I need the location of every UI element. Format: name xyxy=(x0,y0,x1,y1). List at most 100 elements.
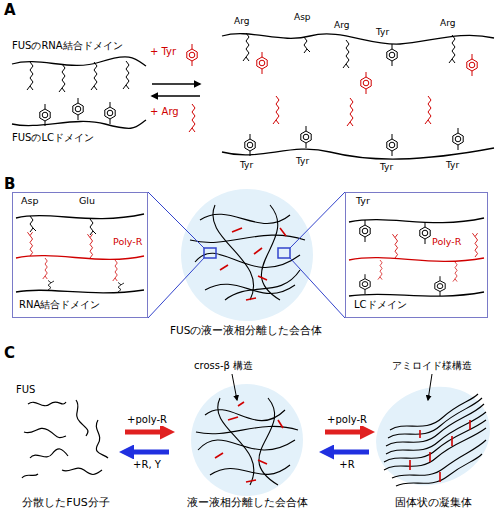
zoom-inset: TyrPoly-RLCドメイン xyxy=(345,192,488,318)
amyloid-aggregate xyxy=(384,394,486,486)
fus-molecule xyxy=(96,420,108,458)
side-chain xyxy=(467,54,477,76)
protein-strand xyxy=(12,120,146,128)
molecule-label: FUS xyxy=(16,384,35,396)
amyloid-aggregate xyxy=(410,420,470,482)
residue-label: Arg xyxy=(334,20,349,30)
condensate xyxy=(205,410,285,421)
condensate xyxy=(258,460,267,464)
side-chain xyxy=(59,64,65,92)
condensate xyxy=(278,248,290,258)
domain-label: FUSのLCドメイン xyxy=(12,132,94,144)
fus-molecule xyxy=(22,400,108,478)
side-chain xyxy=(453,262,457,282)
inset-label: Asp xyxy=(21,196,38,207)
side-chain xyxy=(245,134,255,156)
equilibrium-arrow xyxy=(152,95,200,96)
structure-label: cross-β 構造 xyxy=(194,360,253,372)
stage-caption: 分散したFUS分子 xyxy=(22,497,109,510)
residue-label: Tyr xyxy=(380,162,393,172)
amyloid-aggregate xyxy=(451,436,453,446)
condensate xyxy=(204,248,216,258)
protein-strand xyxy=(349,258,484,262)
inset-label: Poly-R xyxy=(432,237,461,248)
reaction-arrow xyxy=(325,430,369,435)
side-chain xyxy=(105,102,115,124)
condensate xyxy=(210,465,290,475)
side-chain xyxy=(91,62,97,90)
zoom-line xyxy=(148,258,204,318)
side-chain xyxy=(113,260,118,281)
side-chain xyxy=(48,280,54,290)
inset-label: Poly-R xyxy=(113,237,142,248)
side-chain xyxy=(118,282,124,292)
condensate xyxy=(195,253,300,267)
reaction-arrow xyxy=(325,450,369,455)
amyloid-aggregate xyxy=(429,452,431,462)
added-residue: + Tyr xyxy=(150,46,176,58)
residue-label: Asp xyxy=(294,12,311,22)
condensate xyxy=(220,228,286,300)
equilibrium-arrow xyxy=(152,84,200,96)
side-chain xyxy=(420,222,430,244)
amyloid-aggregate xyxy=(388,398,482,438)
side-chain xyxy=(43,258,48,279)
side-chain xyxy=(123,61,129,89)
fus-molecule xyxy=(30,449,68,458)
inset-label: Glu xyxy=(79,196,95,207)
side-chain xyxy=(301,126,311,148)
inset-label: Tyr xyxy=(356,196,370,207)
leader-arrow xyxy=(428,374,432,400)
amyloid-aggregate xyxy=(386,404,484,446)
side-chain xyxy=(189,104,195,132)
condition-label: +R xyxy=(338,459,355,471)
amyloid-aggregate xyxy=(469,420,471,430)
stage-box: 固体状の凝集体 xyxy=(372,380,495,512)
side-chain xyxy=(387,134,397,156)
zoom-line xyxy=(290,192,345,248)
side-chain xyxy=(472,233,477,257)
side-chain xyxy=(347,98,353,126)
protein-strand xyxy=(16,214,144,219)
condition-label: +poly-R xyxy=(326,414,368,426)
side-chain xyxy=(343,40,349,68)
side-chain xyxy=(27,216,477,296)
condensate xyxy=(181,189,313,321)
reaction-arrow xyxy=(125,430,169,435)
amyloid-aggregate xyxy=(409,460,411,470)
amyloid-aggregate xyxy=(386,412,486,454)
amyloid-aggregate xyxy=(439,472,441,482)
condensate xyxy=(238,402,244,406)
side-chain xyxy=(449,35,455,63)
condition-label: +poly-R xyxy=(126,414,168,426)
panel-letter: A xyxy=(4,2,16,19)
condensate xyxy=(191,384,303,496)
residue-label: Arg xyxy=(234,16,249,26)
condensate xyxy=(191,384,303,496)
zoom-inset: Asp GluPoly-R RNA結合ドメイン xyxy=(12,192,148,318)
condensate xyxy=(258,276,267,280)
leader-arrow xyxy=(232,374,237,400)
side-chain xyxy=(361,72,371,94)
reaction-arrow xyxy=(125,450,169,455)
condition-label: +R, Y xyxy=(132,459,162,471)
residue-label: Tyr xyxy=(240,160,253,170)
side-chain xyxy=(387,44,397,66)
side-chain xyxy=(273,96,279,124)
stage-box: 液ー液相分離した会合体 xyxy=(172,380,322,512)
condensate xyxy=(261,205,280,300)
protein-strand xyxy=(349,218,484,223)
residue-label: Arg xyxy=(440,18,455,28)
condensate xyxy=(225,270,300,300)
side-chain xyxy=(360,220,370,242)
fus-molecule xyxy=(62,468,102,474)
figure-caption: FUSの液ー液相分離した会合体 xyxy=(170,324,322,336)
condensate xyxy=(198,440,295,450)
side-chain xyxy=(27,232,32,256)
side-chain xyxy=(243,33,249,61)
condensate xyxy=(190,235,305,242)
inset-label: RNA結合ドメイン xyxy=(19,299,100,311)
protein-strand xyxy=(12,34,494,159)
